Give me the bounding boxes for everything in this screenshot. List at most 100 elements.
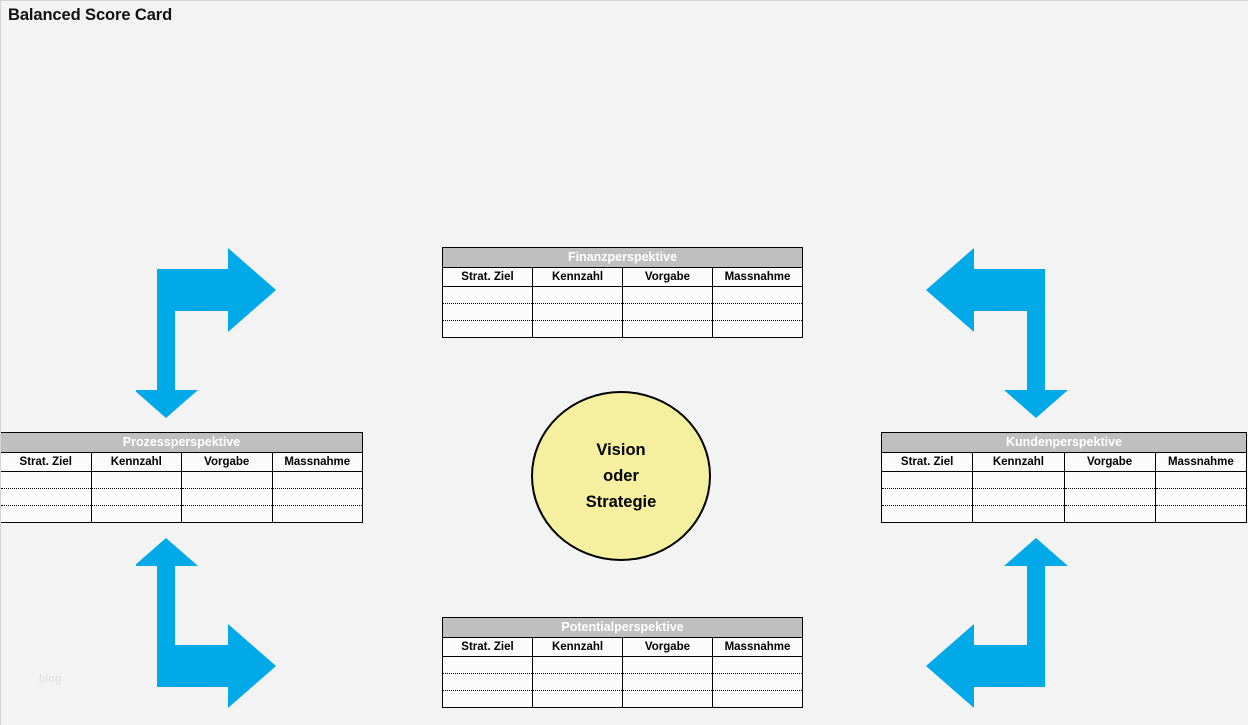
column-header-strat-ziel: Strat. Ziel xyxy=(442,267,533,287)
cell-strat-ziel[interactable] xyxy=(880,505,974,523)
cell-strat-ziel[interactable] xyxy=(442,673,533,691)
cell-kennzahl[interactable] xyxy=(972,488,1065,506)
cell-massnahme[interactable] xyxy=(1154,488,1248,506)
table-title: Finanzperspektive xyxy=(442,247,803,268)
table-header-row: Strat. Ziel Kennzahl Vorgabe Massnahme xyxy=(880,452,1248,472)
cell-vorgabe[interactable] xyxy=(1063,488,1156,506)
table-header-row: Strat. Ziel Kennzahl Vorgabe Massnahme xyxy=(442,637,803,657)
table-row[interactable] xyxy=(1,505,363,523)
cell-kennzahl[interactable] xyxy=(532,286,623,304)
cell-kennzahl[interactable] xyxy=(532,690,623,708)
cell-strat-ziel[interactable] xyxy=(880,471,974,489)
cell-vorgabe[interactable] xyxy=(622,673,713,691)
table-header-row: Strat. Ziel Kennzahl Vorgabe Massnahme xyxy=(442,267,803,287)
cell-strat-ziel[interactable] xyxy=(442,690,533,708)
table-title: Prozessperspektive xyxy=(1,432,363,453)
cell-strat-ziel[interactable] xyxy=(1,471,92,489)
table-row[interactable] xyxy=(442,286,803,304)
column-header-kennzahl: Kennzahl xyxy=(90,452,182,472)
vision-line-2: oder xyxy=(603,467,639,485)
cell-massnahme[interactable] xyxy=(712,673,803,691)
cell-kennzahl[interactable] xyxy=(532,673,623,691)
cell-kennzahl[interactable] xyxy=(972,505,1065,523)
cell-strat-ziel[interactable] xyxy=(442,303,533,321)
cell-kennzahl[interactable] xyxy=(972,471,1065,489)
cell-massnahme[interactable] xyxy=(1154,471,1248,489)
cell-strat-ziel[interactable] xyxy=(442,320,533,338)
cell-vorgabe[interactable] xyxy=(622,320,713,338)
cell-massnahme[interactable] xyxy=(1154,505,1248,523)
table-finanzperspektive: Finanzperspektive Strat. Ziel Kennzahl V… xyxy=(442,247,803,338)
cell-massnahme[interactable] xyxy=(712,690,803,708)
table-title-row: Potentialperspektive xyxy=(442,617,803,638)
column-header-vorgabe: Vorgabe xyxy=(622,267,713,287)
cell-kennzahl[interactable] xyxy=(532,656,623,674)
arrow-top-right-icon xyxy=(926,248,1068,418)
column-header-kennzahl: Kennzahl xyxy=(532,267,623,287)
column-header-strat-ziel: Strat. Ziel xyxy=(442,637,533,657)
table-row[interactable] xyxy=(442,303,803,321)
cell-vorgabe[interactable] xyxy=(181,471,273,489)
vision-line-1: Vision xyxy=(596,441,646,459)
cell-massnahme[interactable] xyxy=(712,320,803,338)
table-title: Kundenperspektive xyxy=(881,432,1247,453)
column-header-massnahme: Massnahme xyxy=(271,452,363,472)
cell-kennzahl[interactable] xyxy=(90,488,182,506)
cell-strat-ziel[interactable] xyxy=(1,505,92,523)
vision-strategie-circle: Vision oder Strategie xyxy=(531,391,711,561)
cell-vorgabe[interactable] xyxy=(1063,505,1156,523)
column-header-massnahme: Massnahme xyxy=(1154,452,1248,472)
column-header-strat-ziel: Strat. Ziel xyxy=(1,452,92,472)
table-row[interactable] xyxy=(1,488,363,506)
table-row[interactable] xyxy=(880,488,1248,506)
cell-kennzahl[interactable] xyxy=(532,303,623,321)
vision-line-3: Strategie xyxy=(585,493,657,511)
column-header-strat-ziel: Strat. Ziel xyxy=(880,452,974,472)
table-row[interactable] xyxy=(442,690,803,708)
cell-kennzahl[interactable] xyxy=(532,320,623,338)
table-row[interactable] xyxy=(880,471,1248,489)
cell-vorgabe[interactable] xyxy=(622,656,713,674)
table-potentialperspektive: Potentialperspektive Strat. Ziel Kennzah… xyxy=(442,617,803,708)
table-title-row: Kundenperspektive xyxy=(881,432,1247,453)
table-row[interactable] xyxy=(880,505,1248,523)
cell-vorgabe[interactable] xyxy=(622,303,713,321)
cell-strat-ziel[interactable] xyxy=(442,656,533,674)
arrow-top-left-icon xyxy=(136,248,276,418)
cell-vorgabe[interactable] xyxy=(1063,471,1156,489)
cell-vorgabe[interactable] xyxy=(622,286,713,304)
table-row[interactable] xyxy=(442,320,803,338)
table-title-row: Prozessperspektive xyxy=(1,432,363,453)
column-header-vorgabe: Vorgabe xyxy=(1063,452,1156,472)
cell-massnahme[interactable] xyxy=(271,488,363,506)
cell-massnahme[interactable] xyxy=(712,286,803,304)
cell-vorgabe[interactable] xyxy=(181,505,273,523)
table-prozessperspektive: Prozessperspektive Strat. Ziel Kennzahl … xyxy=(1,432,363,523)
cell-massnahme[interactable] xyxy=(271,471,363,489)
cell-vorgabe[interactable] xyxy=(181,488,273,506)
table-row[interactable] xyxy=(442,656,803,674)
page-title: Balanced Score Card xyxy=(8,6,173,24)
table-header-row: Strat. Ziel Kennzahl Vorgabe Massnahme xyxy=(1,452,363,472)
arrow-bottom-left-icon xyxy=(136,538,276,708)
table-row[interactable] xyxy=(1,471,363,489)
arrow-bottom-right-icon xyxy=(926,538,1068,708)
table-row[interactable] xyxy=(442,673,803,691)
column-header-massnahme: Massnahme xyxy=(712,637,803,657)
column-header-massnahme: Massnahme xyxy=(712,267,803,287)
table-title-row: Finanzperspektive xyxy=(442,247,803,268)
cell-kennzahl[interactable] xyxy=(90,471,182,489)
column-header-vorgabe: Vorgabe xyxy=(181,452,273,472)
blog-watermark: blog xyxy=(39,673,62,685)
cell-kennzahl[interactable] xyxy=(90,505,182,523)
cell-strat-ziel[interactable] xyxy=(880,488,974,506)
cell-vorgabe[interactable] xyxy=(622,690,713,708)
column-header-vorgabe: Vorgabe xyxy=(622,637,713,657)
cell-strat-ziel[interactable] xyxy=(442,286,533,304)
cell-massnahme[interactable] xyxy=(712,656,803,674)
column-header-kennzahl: Kennzahl xyxy=(972,452,1065,472)
cell-massnahme[interactable] xyxy=(271,505,363,523)
cell-strat-ziel[interactable] xyxy=(1,488,92,506)
cell-massnahme[interactable] xyxy=(712,303,803,321)
